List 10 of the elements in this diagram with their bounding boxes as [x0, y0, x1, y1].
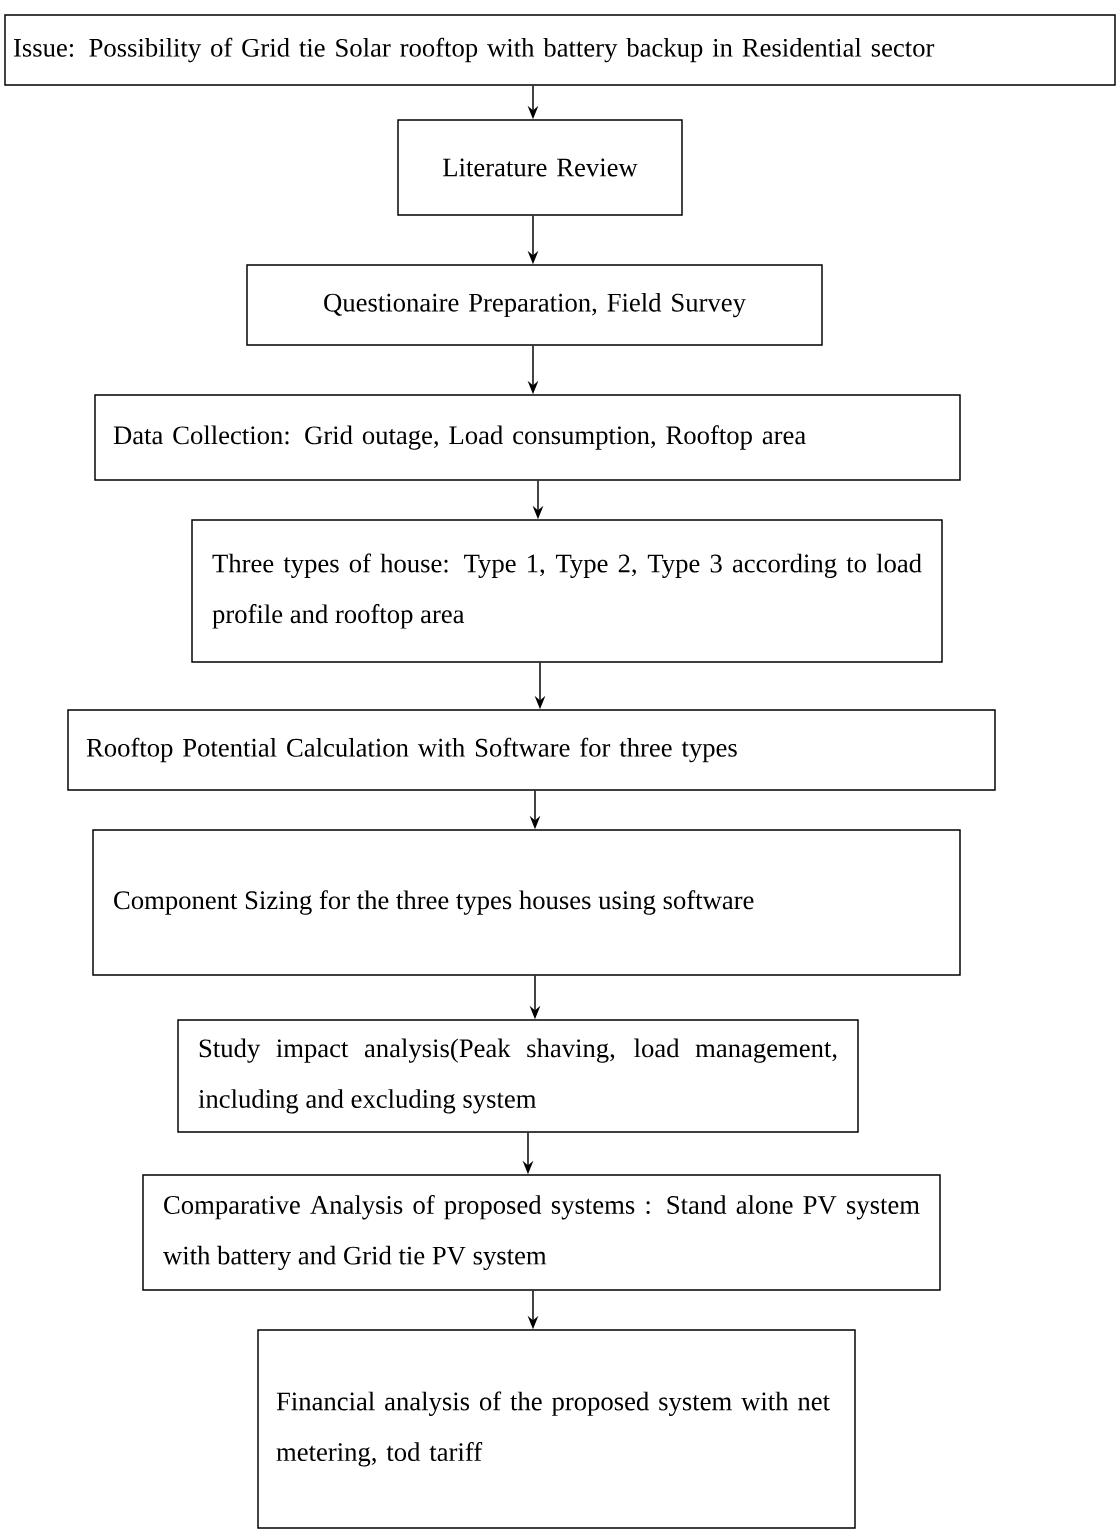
process-box: Comparative Analysis of proposed systems : Stand alone PV system with battery and Grid tie PV system [142, 1174, 941, 1291]
process-box: Component Sizing for the three types houses using software [92, 829, 961, 976]
process-box: Rooftop Potential Calculation with Software for three types [67, 709, 996, 791]
process-box: Issue: Possibility of Grid tie Solar rooftop with battery backup in Residential sector [4, 14, 1116, 86]
process-box: Literature Review [397, 119, 683, 216]
process-box: Questionaire Preparation, Field Survey [246, 264, 823, 346]
process-box: Financial analysis of the proposed system with net metering, tod tariff [257, 1329, 856, 1529]
process-box: Three types of house: Type 1, Type 2, Type 3 according to load profile and rooftop area [191, 519, 943, 663]
process-box: Data Collection: Grid outage, Load consumption, Rooftop area [94, 394, 961, 481]
process-box: Study impact analysis(Peak shaving, load management, including and excluding system [177, 1019, 859, 1133]
